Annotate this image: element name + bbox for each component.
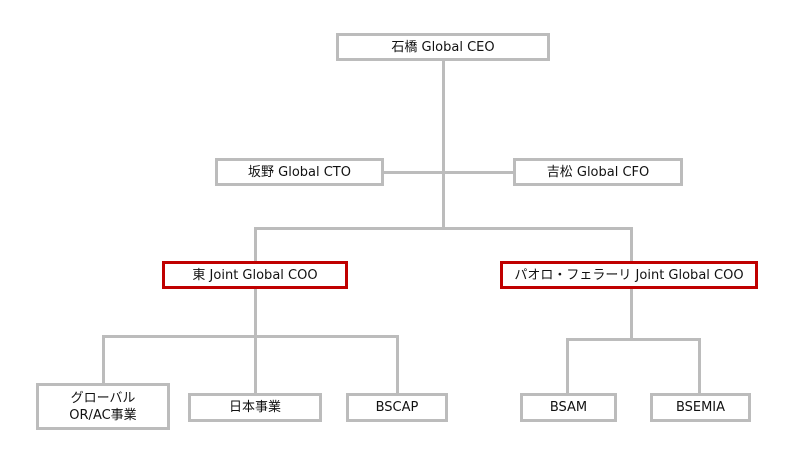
ceo-box: 石橋 Global CEO [336, 33, 550, 61]
bsemia-box: BSEMIA [650, 393, 751, 422]
box-line: OR/AC事業 [69, 407, 137, 423]
bsam-box: BSAM [520, 393, 617, 422]
connector [254, 227, 633, 230]
connector [102, 335, 105, 384]
connector [254, 227, 257, 262]
connector [630, 227, 633, 262]
connector [698, 338, 701, 394]
connector [254, 287, 257, 394]
connector [382, 171, 514, 174]
connector [566, 338, 569, 394]
coo-right-box: パオロ・フェラーリ Joint Global COO [500, 261, 758, 289]
connector [102, 335, 399, 338]
cto-box: 坂野 Global CTO [215, 158, 384, 186]
global-or-ac-box: グローバル OR/AC事業 [36, 383, 170, 430]
bscap-box: BSCAP [346, 393, 448, 422]
connector [396, 335, 399, 394]
japan-business-box: 日本事業 [188, 393, 322, 422]
cfo-box: 吉松 Global CFO [513, 158, 683, 186]
coo-left-box: 東 Joint Global COO [162, 261, 348, 289]
connector [442, 59, 445, 230]
box-line: グローバル [70, 390, 136, 406]
connector [630, 287, 633, 341]
connector [566, 338, 701, 341]
